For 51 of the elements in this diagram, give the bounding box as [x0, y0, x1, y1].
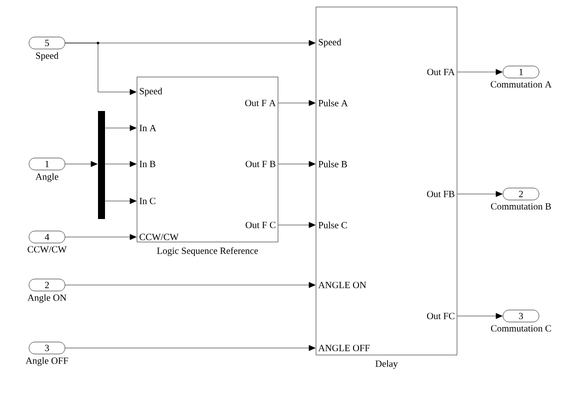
node-label: In C [140, 198, 156, 204]
signal-arrow [65, 161, 98, 167]
node-label: CCW/CW [140, 234, 179, 240]
port-block: 3 [28, 342, 66, 354]
node-label: Out FA [427, 68, 455, 76]
port-label: CCW/CW [28, 246, 67, 253]
signal-arrow [65, 345, 316, 351]
node-label: In A [140, 124, 156, 132]
port-block: 1 [28, 158, 66, 170]
port-block: 5 [28, 36, 66, 50]
port-block: 1 [502, 66, 540, 78]
port-label: Angle ON [28, 294, 66, 303]
subsystem-block: Speed Pulse A Pulse B Pulse C ANGLE ON ANGLE OFF Out FA Out FB Out FC [316, 6, 458, 356]
signal-arrow [105, 125, 136, 131]
port-label: Angle [36, 173, 58, 182]
node-label: Pulse B [318, 160, 347, 168]
signal-arrow [457, 191, 502, 197]
port-label: Commutation C [491, 325, 551, 332]
signal-arrow [278, 222, 316, 228]
node-label: Out F C [246, 222, 276, 228]
port-block: 4 [28, 230, 66, 244]
signal-arrow [457, 69, 502, 75]
signal-arrow [105, 161, 136, 167]
signal-arrow [65, 234, 136, 240]
node-label: Pulse A [318, 100, 348, 106]
signal-arrow [278, 161, 316, 167]
port-label: Angle OFF [26, 357, 68, 366]
node-label: Out F B [246, 160, 276, 168]
port-label: Commutation B [491, 203, 551, 210]
node-label: Speed [318, 38, 342, 48]
signal-arrow [105, 198, 136, 204]
signal-arrow [278, 100, 316, 106]
port-block: 2 [502, 188, 540, 200]
signal-arrow [65, 282, 316, 288]
port-label: Commutation A [490, 81, 552, 88]
node-label: In B [140, 160, 156, 168]
node-label: Pulse C [318, 222, 347, 228]
block-label: Logic Sequence Reference [157, 247, 258, 256]
port-label: Speed [36, 52, 58, 61]
node-label: ANGLE ON [318, 282, 366, 288]
node-label: Speed [140, 88, 162, 96]
port-block: 2 [28, 278, 66, 292]
node-label: ANGLE OFF [318, 344, 370, 352]
node-label: Out FB [427, 190, 454, 198]
subsystem-block: Speed In A In B In C CCW/CW Out F A Out F B Out F C [136, 76, 278, 242]
node-label: Out FC [427, 312, 454, 320]
signal-arrow [457, 313, 502, 319]
port-block: 3 [502, 310, 540, 322]
signal-arrow [65, 42, 136, 95]
block-label: Delay [375, 360, 398, 369]
node-label: Out F A [245, 100, 276, 106]
